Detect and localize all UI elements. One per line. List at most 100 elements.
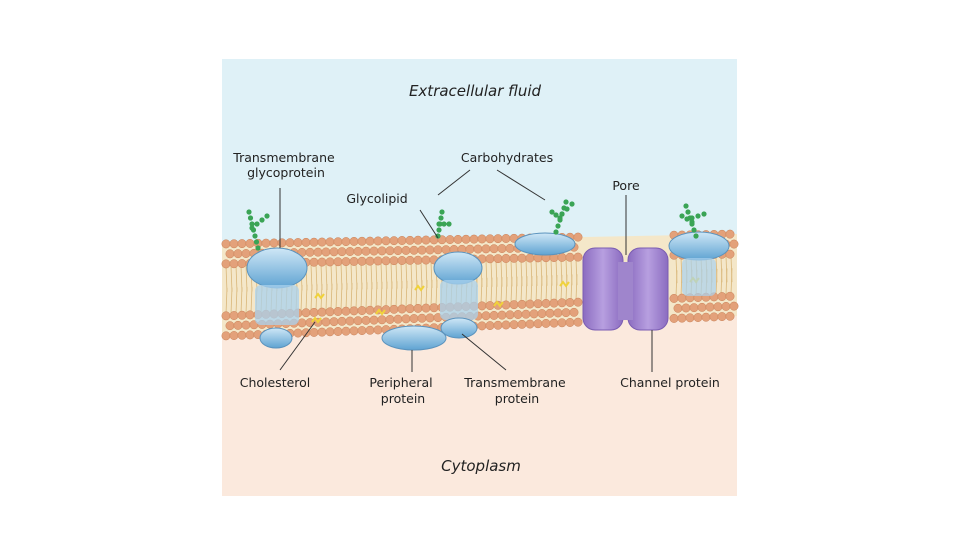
- phospholipid-head: [342, 237, 350, 245]
- phospholipid-head: [718, 312, 726, 320]
- phospholipid-head: [518, 320, 526, 328]
- sugar-unit: [255, 245, 260, 250]
- phospholipid-head: [502, 234, 510, 242]
- phospholipid-head: [494, 234, 502, 242]
- phospholipid-head: [714, 303, 722, 311]
- cholesterol-molecule: [376, 310, 385, 314]
- phospholipid-head: [386, 315, 394, 323]
- phospholipid-head: [558, 253, 566, 261]
- sugar-unit: [679, 213, 684, 218]
- peripheral-protein: [382, 326, 446, 350]
- phospholipid-head: [498, 311, 506, 319]
- phospholipid-head: [574, 253, 582, 261]
- sugar-unit: [683, 203, 688, 208]
- phospholipid-head: [238, 259, 246, 267]
- sugar-unit: [549, 209, 554, 214]
- phospholipid-head: [498, 244, 506, 252]
- phospholipid-head: [526, 300, 534, 308]
- phospholipid-head: [534, 300, 542, 308]
- phospholipid-head: [566, 253, 574, 261]
- phospholipid-head: [334, 327, 342, 335]
- phospholipid-head: [574, 298, 582, 306]
- phospholipid-head: [414, 256, 422, 264]
- phospholipid-head: [374, 257, 382, 265]
- phospholipid-head: [398, 256, 406, 264]
- phospholipid-head: [426, 246, 434, 254]
- phospholipid-head: [362, 247, 370, 255]
- phospholipid-head: [362, 316, 370, 324]
- phospholipid-head: [390, 236, 398, 244]
- sugar-unit: [246, 209, 251, 214]
- cholesterol-label: Cholesterol: [240, 375, 311, 390]
- phospholipid-head: [538, 309, 546, 317]
- glycolipid-label: Glycolipid: [346, 191, 407, 206]
- sugar-unit: [252, 233, 257, 238]
- phospholipid-head: [722, 302, 730, 310]
- phospholipid-head: [230, 240, 238, 248]
- sugar-unit: [564, 206, 569, 211]
- phospholipid-head: [222, 240, 230, 248]
- phospholipid-head: [238, 311, 246, 319]
- phospholipid-head: [542, 299, 550, 307]
- phospholipid-head: [326, 258, 334, 266]
- phospholipid-head: [550, 299, 558, 307]
- phospholipid-head: [518, 254, 526, 262]
- phospholipid-head: [542, 319, 550, 327]
- phospholipid-head: [678, 294, 686, 302]
- phospholipid-head: [350, 327, 358, 335]
- phospholipid-head: [402, 315, 410, 323]
- phospholipid-head: [502, 301, 510, 309]
- phospholipid-head: [350, 307, 358, 315]
- phospholipid-head: [474, 245, 482, 253]
- phospholipid-head: [490, 245, 498, 253]
- phospholipid-head: [398, 236, 406, 244]
- phospholipid-head: [302, 309, 310, 317]
- phospholipid-head: [526, 254, 534, 262]
- phospholipid-head: [550, 319, 558, 327]
- phospholipid-head: [298, 319, 306, 327]
- phospholipid-head: [442, 245, 450, 253]
- phospholipid-head: [382, 257, 390, 265]
- phospholipid-head: [410, 314, 418, 322]
- phospholipid-head: [494, 254, 502, 262]
- phospholipid-head: [470, 235, 478, 243]
- phospholipid-head: [394, 246, 402, 254]
- sugar-unit: [684, 216, 689, 221]
- phospholipid-head: [486, 321, 494, 329]
- phospholipid-head: [246, 331, 254, 339]
- phospholipid-head: [342, 257, 350, 265]
- phospholipid-head: [390, 256, 398, 264]
- phospholipid-head: [730, 302, 738, 310]
- sugar-unit: [695, 213, 700, 218]
- phospholipid-head: [702, 313, 710, 321]
- sugar-unit: [439, 209, 444, 214]
- phospholipid-head: [454, 235, 462, 243]
- phospholipid-head: [394, 315, 402, 323]
- phospholipid-head: [322, 318, 330, 326]
- phospholipid-head: [334, 238, 342, 246]
- phospholipid-head: [726, 230, 734, 238]
- extracellular-fluid-label: Extracellular fluid: [409, 82, 542, 100]
- sugar-unit: [264, 213, 269, 218]
- phospholipid-head: [334, 258, 342, 266]
- phospholipid-head: [306, 248, 314, 256]
- phospholipid-head: [522, 310, 530, 318]
- phospholipid-head: [326, 328, 334, 336]
- carbohydrates-label: Carbohydrates: [461, 150, 553, 165]
- phospholipid-head: [506, 244, 514, 252]
- cholesterol-molecule: [560, 282, 569, 286]
- sugar-unit: [691, 227, 696, 232]
- phospholipid-head: [574, 318, 582, 326]
- phospholipid-head: [318, 328, 326, 336]
- phospholipid-head: [686, 314, 694, 322]
- phospholipid-head: [430, 304, 438, 312]
- phospholipid-head: [502, 254, 510, 262]
- phospholipid-head: [226, 321, 234, 329]
- phospholipid-head: [698, 303, 706, 311]
- phospholipid-head: [418, 246, 426, 254]
- phospholipid-head: [482, 312, 490, 320]
- phospholipid-head: [330, 317, 338, 325]
- sugar-unit: [563, 199, 568, 204]
- phospholipid-head: [302, 238, 310, 246]
- phospholipid-head: [566, 298, 574, 306]
